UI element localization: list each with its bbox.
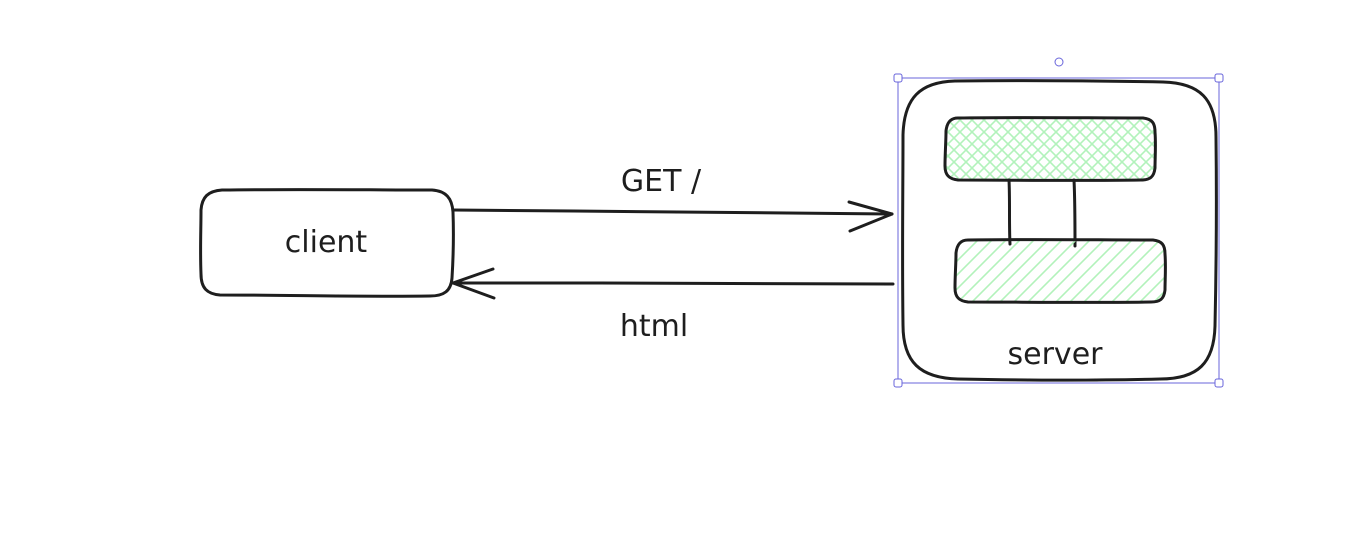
request-arrowhead <box>847 200 894 233</box>
request-arrow-line[interactable] <box>451 208 894 216</box>
rotation-handle[interactable] <box>1054 57 1064 67</box>
server-bottom-block[interactable] <box>953 238 1167 304</box>
client-label: client <box>285 225 368 260</box>
resize-handle-bottom-right[interactable] <box>1214 378 1224 388</box>
client-node[interactable]: client <box>199 188 455 298</box>
selection-outline <box>897 77 1220 384</box>
selection-frame[interactable] <box>893 57 1224 388</box>
client-box[interactable] <box>199 188 455 298</box>
response-arrow[interactable]: html <box>451 267 895 344</box>
resize-handle-top-left[interactable] <box>893 73 903 83</box>
response-label: html <box>620 309 688 344</box>
response-arrow-line[interactable] <box>451 281 895 286</box>
request-label: GET / <box>621 164 702 199</box>
resize-handle-bottom-left[interactable] <box>893 378 903 388</box>
resize-handle-top-right[interactable] <box>1214 73 1224 83</box>
server-label: server <box>1008 337 1104 372</box>
server-connector-left <box>1007 178 1012 246</box>
server-top-block-fill <box>946 118 1155 180</box>
response-arrowhead <box>451 267 496 300</box>
server-node[interactable]: server <box>901 79 1218 382</box>
server-bottom-block-fill <box>956 240 1165 302</box>
request-arrow[interactable]: GET / <box>451 164 894 233</box>
server-top-block[interactable] <box>943 116 1157 182</box>
server-box[interactable] <box>901 79 1218 382</box>
server-connector-right <box>1072 178 1077 248</box>
